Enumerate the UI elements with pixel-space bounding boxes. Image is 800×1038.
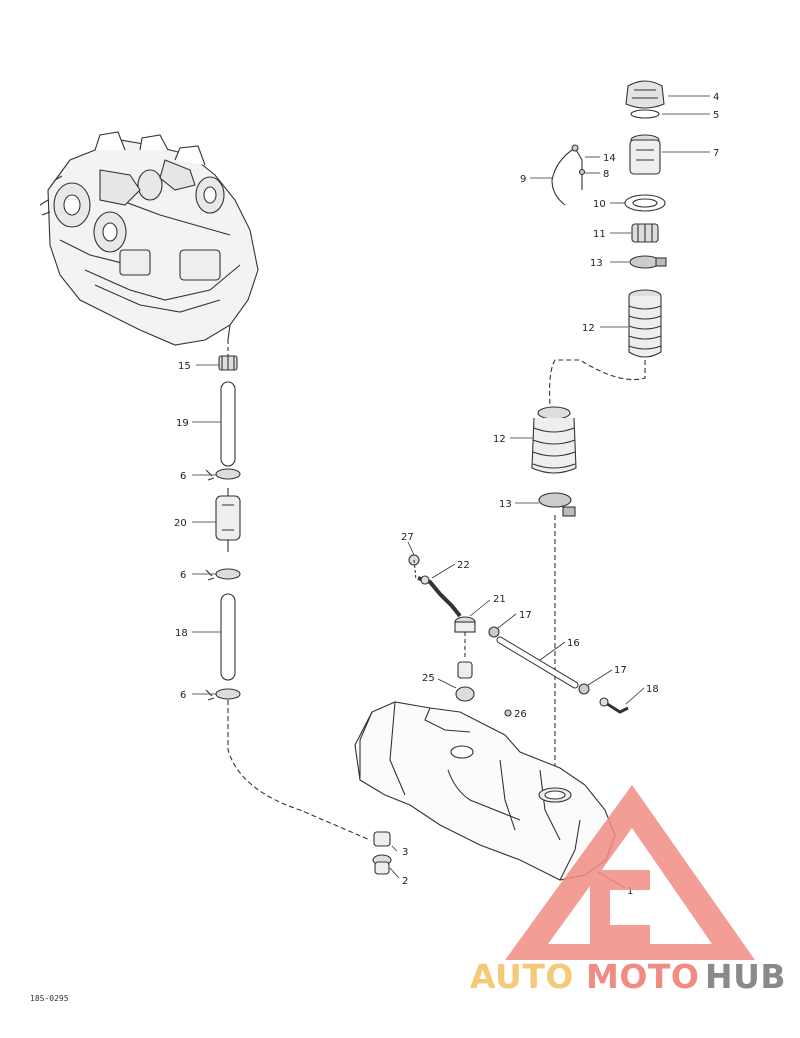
callout-7: 7 — [713, 148, 719, 159]
vent-fitting-21 — [454, 616, 476, 633]
fitting-18 — [599, 697, 629, 714]
callout-19: 19 — [176, 418, 189, 429]
callout-6-lower: 6 — [180, 690, 186, 701]
vent-line-assembly — [408, 554, 629, 714]
bellows-hose-12-upper — [628, 289, 662, 358]
lower-bellows-assembly — [531, 406, 577, 785]
bellows-hose-12-lower — [531, 406, 577, 474]
hose-19 — [220, 381, 236, 467]
callout-3: 3 — [402, 847, 408, 858]
gasket-5 — [630, 109, 660, 119]
watermark-hub: HUB — [705, 957, 786, 996]
filler-neck-assembly — [549, 80, 667, 406]
clamp-6-middle — [205, 568, 241, 581]
outlet-fitting — [372, 831, 392, 875]
clamp-17-upper — [488, 626, 500, 638]
filler-neck-7 — [629, 134, 661, 175]
callout-11: 11 — [593, 229, 606, 240]
fuel-tank-1 — [354, 701, 616, 881]
clamp-13-upper — [629, 255, 667, 269]
nut-11 — [631, 223, 659, 243]
engine-block — [39, 131, 259, 346]
callout-18-right: 18 — [646, 684, 659, 695]
callout-4: 4 — [713, 92, 719, 103]
leader-lines — [192, 95, 710, 889]
fuel-filter-20 — [215, 488, 241, 552]
watermark-logo: AUTO MOTO HUB — [470, 785, 786, 996]
clamp-13-lower — [538, 492, 576, 517]
watermark-auto: AUTO — [470, 957, 574, 996]
tether-9 — [551, 144, 586, 206]
callout-12-lower: 12 — [493, 434, 506, 445]
fitting-2 — [372, 854, 392, 875]
left-fuel-line — [205, 340, 371, 841]
connector-15 — [218, 355, 238, 371]
callout-20: 20 — [174, 518, 187, 529]
clamp-6-lower — [205, 688, 241, 701]
callout-6-upper: 6 — [180, 471, 186, 482]
grommet-25 — [455, 661, 475, 702]
callout-25: 25 — [422, 673, 435, 684]
callout-21: 21 — [493, 594, 506, 605]
callout-8: 8 — [603, 169, 609, 180]
clamp-17-lower — [578, 683, 590, 695]
callout-labels: 4 5 7 14 8 9 10 11 13 12 15 19 6 20 6 18… — [174, 92, 719, 897]
callout-26: 26 — [514, 709, 527, 720]
filler-cap-4 — [625, 80, 665, 109]
callout-18-left: 18 — [175, 628, 188, 639]
clamp-6-upper — [205, 468, 241, 481]
callout-13-upper: 13 — [590, 258, 603, 269]
callout-15: 15 — [178, 361, 191, 372]
callout-22: 22 — [457, 560, 470, 571]
callout-17-lower: 17 — [614, 665, 627, 676]
callout-17-upper: 17 — [519, 610, 532, 621]
watermark-moto: MOTO — [586, 957, 699, 996]
callout-27: 27 — [401, 532, 414, 543]
callout-9: 9 — [520, 174, 526, 185]
watermark-triangle-icon — [505, 785, 755, 960]
callout-13-lower: 13 — [499, 499, 512, 510]
callout-12-upper: 12 — [582, 323, 595, 334]
screw-26 — [504, 709, 512, 717]
callout-10: 10 — [593, 199, 606, 210]
callout-1: 1 — [627, 886, 633, 897]
callout-6-middle: 6 — [180, 570, 186, 581]
drawing-code: 18S-0295 — [30, 994, 69, 1003]
callout-16: 16 — [567, 638, 580, 649]
callout-14: 14 — [603, 153, 616, 164]
callout-5: 5 — [713, 110, 719, 121]
hose-18 — [220, 593, 236, 681]
grommet-3 — [373, 831, 391, 847]
callout-2: 2 — [402, 876, 408, 887]
